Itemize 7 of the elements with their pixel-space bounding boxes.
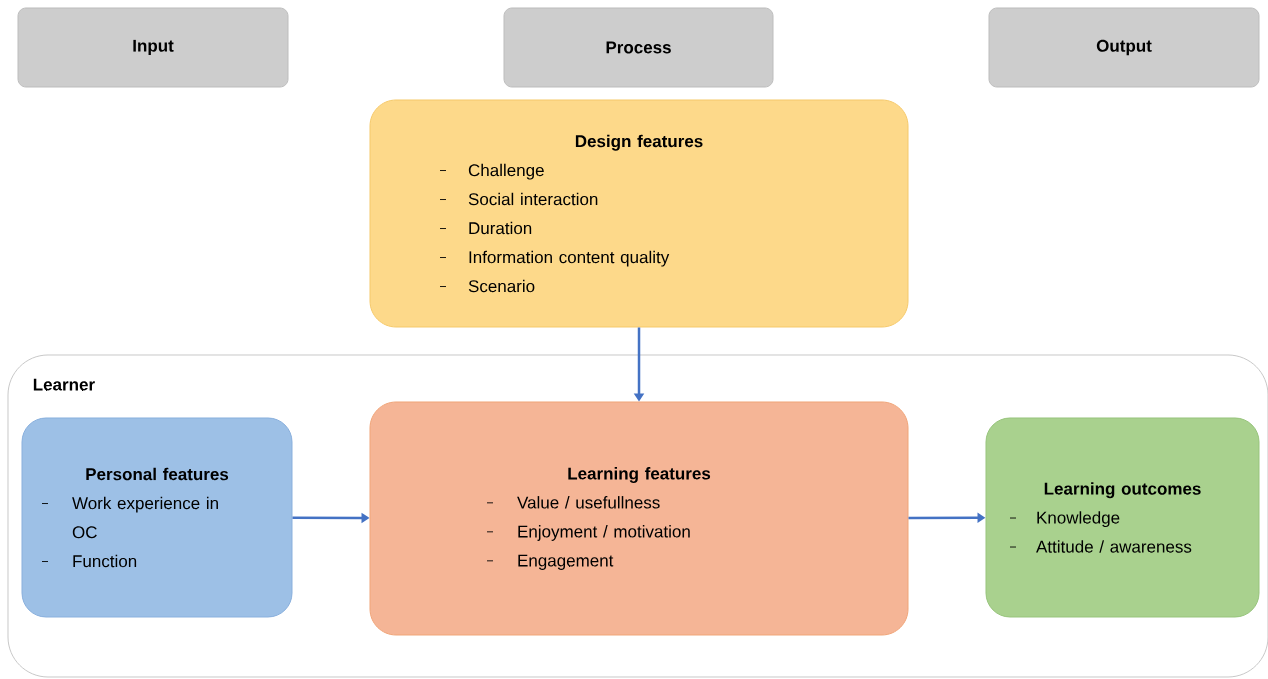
category-header: Process [503,7,774,88]
feature-box: Learning features Value / usefullness Enjoyment / motivation Engagement [369,401,909,636]
category-header: Output [988,7,1260,88]
feature-box: Learning outcomes Knowledge Attitude / awareness [985,417,1260,618]
feature-box: Personal features Work experience in OC Function [21,417,293,618]
feature-box: Design features Challenge Social interaction Duration Information content quality Scenario [369,99,909,328]
category-header: Input [17,7,289,88]
